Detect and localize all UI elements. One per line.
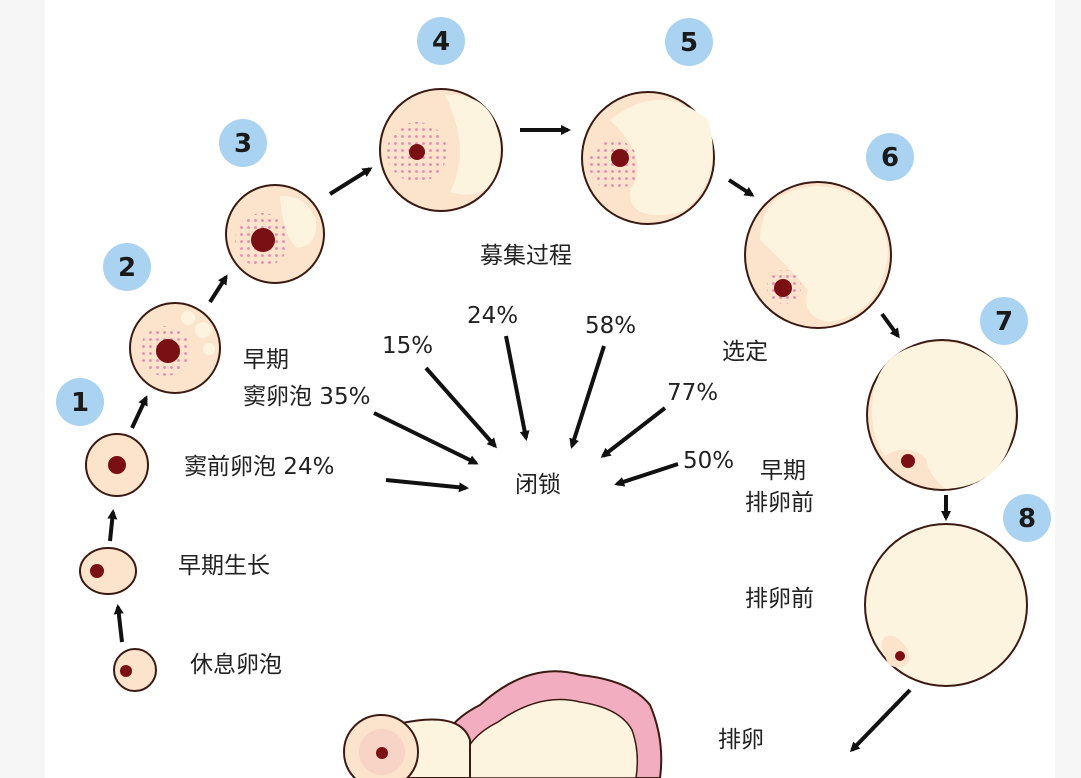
- svg-text:2: 2: [118, 253, 136, 283]
- stage-6-follicle: [744, 181, 892, 329]
- atresia-arrow: [373, 411, 479, 465]
- svg-text:4: 4: [432, 27, 450, 57]
- preantral-follicle: [85, 433, 149, 497]
- stage-4-follicle: [379, 88, 503, 212]
- stage-badge-5: 5: [665, 18, 713, 66]
- progression-arrow: [328, 167, 373, 196]
- atresia-arrow: [385, 478, 469, 493]
- atresia-rate-label: 24%: [467, 303, 518, 329]
- atresia-rate-label: 58%: [585, 313, 636, 339]
- stage-badge-7: 7: [980, 297, 1028, 345]
- svg-text:6: 6: [881, 143, 899, 173]
- svg-text:5: 5: [680, 28, 698, 58]
- label-atresia: 闭锁: [515, 472, 561, 498]
- label-ovulation: 排卵: [718, 727, 764, 753]
- progression-arrow: [113, 604, 124, 643]
- stage-badge-6: 6: [866, 133, 914, 181]
- atresia-arrows: [373, 335, 679, 493]
- label-resting-follicle: 休息卵泡: [190, 652, 282, 678]
- atresia-arrow: [504, 335, 530, 441]
- progression-arrow: [107, 509, 118, 542]
- stage-badge-4: 4: [417, 17, 465, 65]
- early-growth-follicle: [79, 547, 137, 595]
- atresia-rate-label: 15%: [382, 333, 433, 359]
- atresia-rate-label: 50%: [683, 448, 734, 474]
- stage-badge-2: 2: [103, 243, 151, 291]
- label-preovulatory: 排卵前: [745, 586, 814, 612]
- stage-5-follicle: [581, 91, 715, 225]
- label-early-preovulatory-line1: 早期: [760, 458, 806, 484]
- stage-badge-8: 8: [1003, 494, 1051, 542]
- atresia-arrow: [569, 345, 606, 449]
- label-preantral: 窦前卵泡 24%: [184, 454, 334, 480]
- svg-text:3: 3: [234, 129, 252, 159]
- label-early-antral-line1: 早期: [243, 347, 289, 373]
- svg-text:7: 7: [995, 307, 1013, 337]
- progression-arrow: [208, 274, 228, 304]
- stage-badge-3: 3: [219, 119, 267, 167]
- progression-arrow: [880, 312, 900, 339]
- progression-arrow: [130, 395, 148, 429]
- svg-text:8: 8: [1018, 504, 1036, 534]
- early-antral-follicle: [129, 302, 221, 394]
- label-recruitment: 募集过程: [480, 243, 572, 269]
- stage-7-follicle: [866, 339, 1018, 491]
- stage-8-follicle: [864, 523, 1028, 687]
- label-selection: 选定: [722, 339, 768, 365]
- atresia-arrow: [614, 462, 679, 487]
- stage-badge-1: 1: [56, 378, 104, 426]
- resting-follicle: [113, 648, 157, 692]
- stage-3-follicle: [225, 184, 325, 284]
- svg-text:1: 1: [71, 388, 89, 418]
- ovulating-ovary: [343, 670, 663, 778]
- label-early-growth: 早期生长: [178, 553, 270, 579]
- atresia-rate-label: 77%: [667, 380, 718, 406]
- atresia-arrow: [600, 406, 667, 458]
- progression-arrows: [107, 125, 951, 753]
- label-early-preovulatory-line2: 排卵前: [745, 490, 814, 516]
- progression-arrow: [849, 688, 912, 753]
- atresia-arrow: [424, 366, 497, 449]
- progression-arrow: [727, 178, 755, 197]
- label-early-antral-line2: 窦卵泡 35%: [243, 384, 370, 410]
